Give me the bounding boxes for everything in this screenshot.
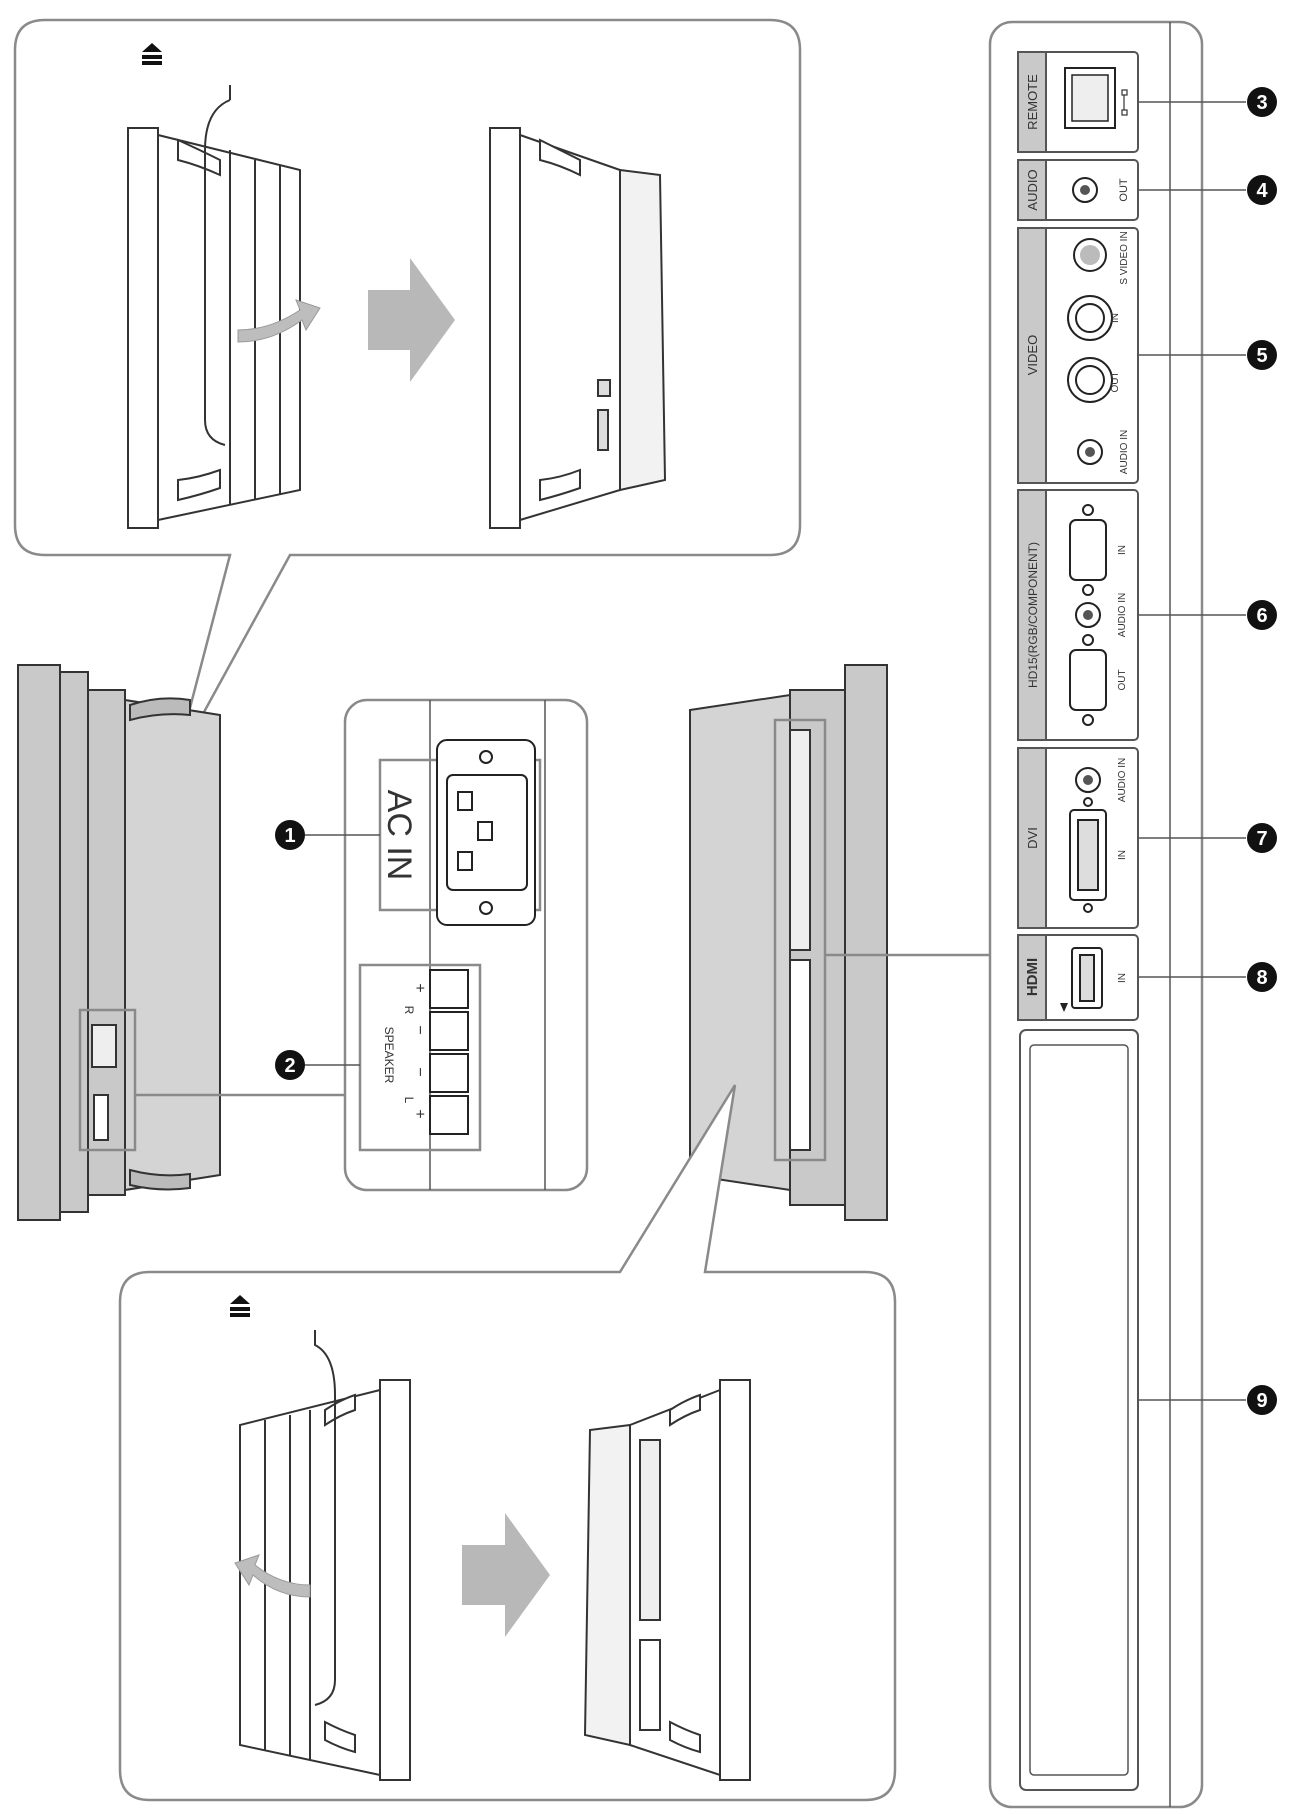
speaker-l-minus: − [411,1067,428,1076]
video-out-label: OUT [1110,371,1121,392]
speaker-r-minus: − [411,1025,428,1034]
speaker-box [358,963,482,1152]
top-monitor-after [489,127,667,529]
dvi-label: DVI [1025,827,1040,849]
arrow-right-icon-bottom [462,1513,550,1637]
bottom-magnify-frame [118,1084,897,1802]
left-monitor [17,664,221,1221]
svg-text:2: 2 [284,1055,295,1077]
callout-4: 4 [1247,175,1277,205]
hd15-in-port [1069,504,1107,596]
hd15-audio-in-label: AUDIO IN [1117,593,1128,637]
svg-text:6: 6 [1256,605,1267,627]
eject-icon-bottom [230,1295,250,1317]
arrow-right-icon [368,258,455,382]
svg-text:8: 8 [1256,967,1267,989]
callout-8: 8 [1247,962,1277,992]
hd15-label: HD15(RGB/COMPONENT) [1026,542,1040,688]
video-audio-in-label: AUDIO IN [1119,430,1130,474]
hdmi-label: HDMI [1024,958,1041,996]
dvi-in-label: IN [1117,850,1128,860]
callout-6: 6 [1247,600,1277,630]
svg-text:3: 3 [1256,92,1267,114]
network-icon [1121,89,1128,116]
audio-out-label: OUT [1118,178,1130,202]
bottom-monitor-after [583,1379,751,1781]
svg-text:9: 9 [1256,1390,1267,1412]
callout-leaders [305,101,1246,1401]
hd15-out-label: OUT [1117,669,1128,690]
svg-text:1: 1 [284,825,295,847]
callout-9: 9 [1247,1385,1277,1415]
video-label: VIDEO [1025,335,1040,375]
dvi-in-port [1069,797,1107,913]
s-video-in-label: S VIDEO IN [1119,231,1130,284]
ac-inlet [436,739,536,926]
svg-text:5: 5 [1256,345,1267,367]
dvi-audio-in-label: AUDIO IN [1117,758,1128,802]
callout-2: 2 [275,1050,305,1080]
right-monitor [689,664,888,1221]
svg-text:4: 4 [1256,180,1268,202]
remote-label: REMOTE [1025,74,1040,130]
speaker-left-label: L [402,1097,416,1104]
eject-icon [142,43,162,65]
speaker-terminals [429,969,469,1135]
callout-3: 3 [1247,87,1277,117]
audio-label: AUDIO [1025,169,1040,210]
curved-arrow-right-icon [237,299,321,343]
curved-arrow-left-icon [234,1554,311,1598]
callout-7: 7 [1247,823,1277,853]
speaker-label: SPEAKER [382,1027,396,1084]
speaker-r-plus: + [411,983,428,992]
callout-1: 1 [275,820,305,850]
hdmi-in-label: IN [1117,973,1128,983]
triangle-marker-icon [1060,1003,1068,1012]
ac-in-label: AC IN [380,790,418,881]
video-in-label: IN [1110,313,1121,323]
svg-text:7: 7 [1256,828,1267,850]
hdmi-port [1071,947,1103,1009]
speaker-right-label: R [402,1006,416,1015]
top-monitor-before [127,85,301,529]
hd15-out-port [1069,634,1107,726]
callout-5: 5 [1247,340,1277,370]
speaker-l-plus: + [411,1109,428,1118]
hd15-in-label: IN [1117,545,1128,555]
